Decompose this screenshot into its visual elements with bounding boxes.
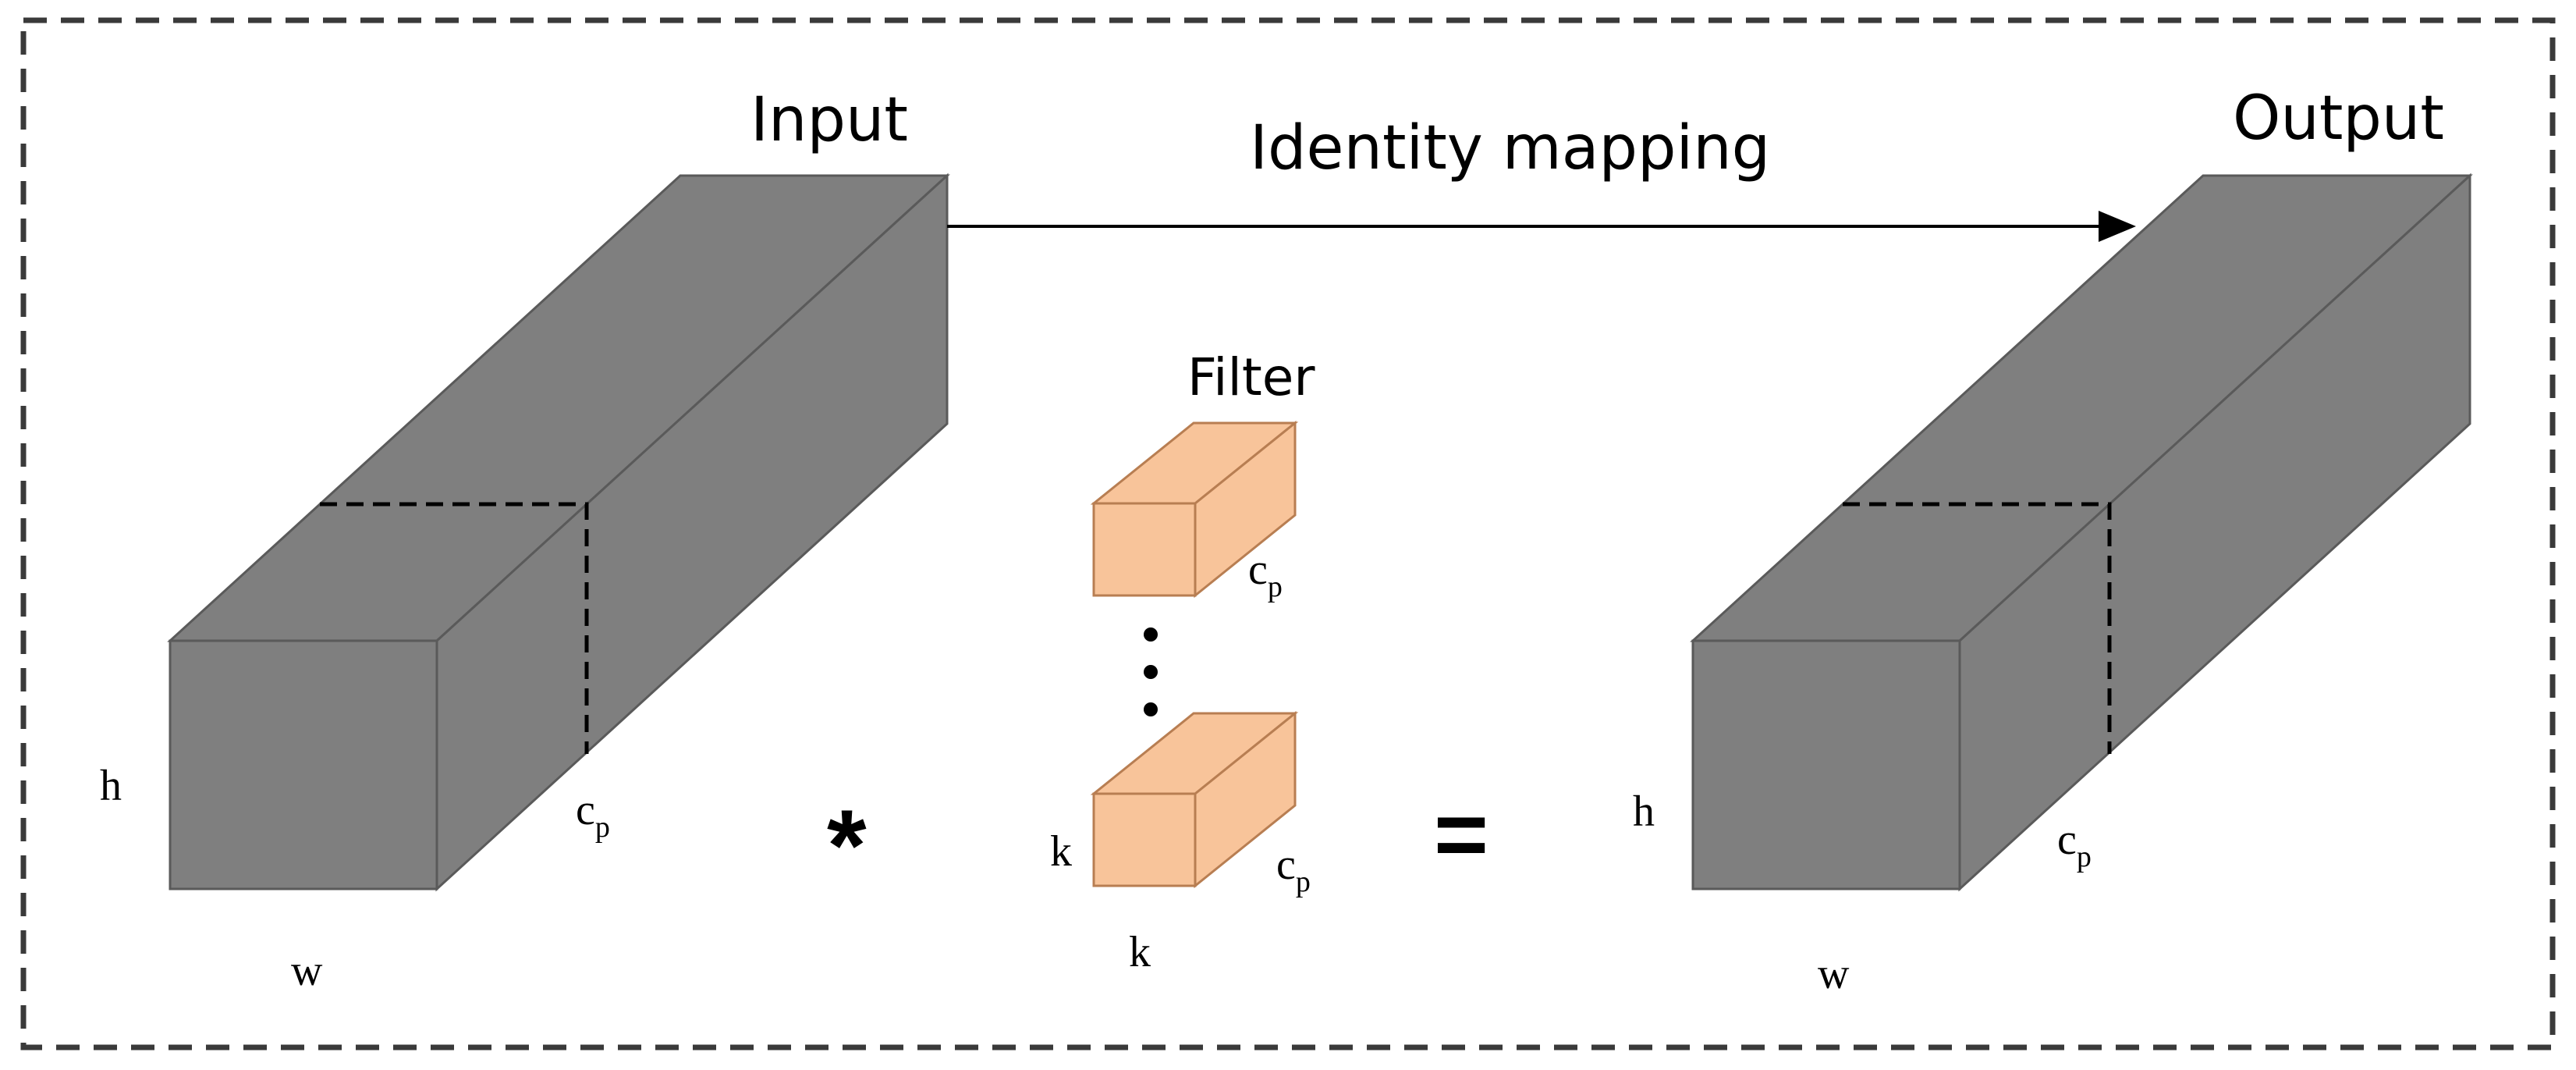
- output-tensor-slice-dashes: [1843, 502, 2112, 754]
- input-tensor: [167, 172, 950, 892]
- filter-top-c-main: c: [1248, 546, 1268, 594]
- filter-block-bottom: [1090, 710, 1299, 889]
- output-h-label: h: [1633, 787, 1655, 836]
- convolution-operator: *: [827, 788, 867, 902]
- equals-operator: =: [1434, 782, 1488, 887]
- input-w-label: w: [291, 947, 323, 995]
- filter-block-top: [1090, 420, 1299, 599]
- dashed-frame: [20, 17, 2556, 1050]
- input-h-label: h: [100, 762, 122, 810]
- input-c-main: c: [576, 786, 595, 834]
- filter-top-c-sub: p: [1268, 571, 1283, 603]
- input-tensor-slice-dashes: [320, 502, 589, 754]
- output-label: Output: [2233, 84, 2444, 154]
- filter-bottom-c-label: cp: [1276, 841, 1311, 898]
- output-c-main: c: [2057, 816, 2077, 864]
- input-label: Input: [750, 85, 908, 155]
- filter-bottom-k-side-label: k: [1050, 827, 1072, 876]
- output-tensor: [1690, 172, 2473, 892]
- filter-top-c-label: cp: [1248, 546, 1283, 603]
- filter-bottom-c-main: c: [1276, 841, 1296, 889]
- filter-top-front-face: [1092, 502, 1197, 597]
- vertical-ellipsis-icon: [1144, 627, 1158, 716]
- input-tensor-front-face: [169, 639, 438, 890]
- filter-label: Filter: [1187, 347, 1315, 407]
- filter-bottom-k-bottom-label: k: [1129, 928, 1151, 976]
- identity-mapping-label: Identity mapping: [1250, 113, 1770, 183]
- input-c-sub: p: [595, 811, 610, 844]
- filter-bottom-front-face: [1092, 792, 1197, 887]
- filter-bottom-c-sub: p: [1296, 866, 1311, 898]
- output-c-sub: p: [2077, 841, 2092, 873]
- output-tensor-front-face: [1691, 639, 1961, 890]
- output-w-label: w: [1818, 950, 1850, 998]
- output-c-label: cp: [2057, 816, 2092, 873]
- input-c-label: cp: [576, 786, 610, 844]
